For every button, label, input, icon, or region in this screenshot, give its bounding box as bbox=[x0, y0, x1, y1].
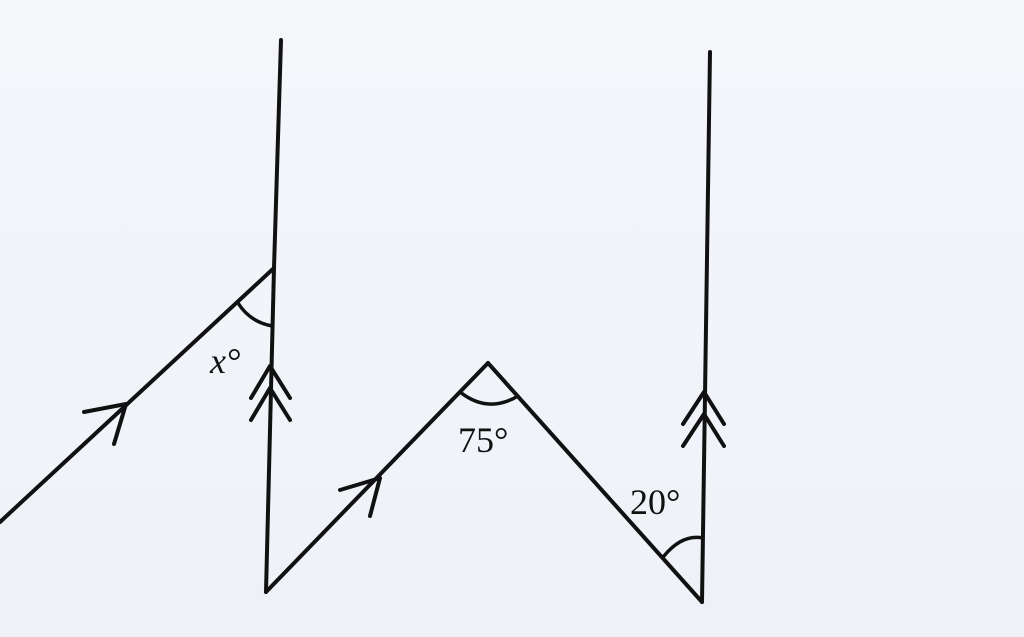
left-vertical-line-bottom bbox=[264, 266, 276, 594]
left-vertical-line-top bbox=[272, 38, 283, 270]
single-arrow-icon bbox=[338, 476, 382, 518]
angle-20-arc bbox=[662, 535, 705, 558]
angle-x-label: x° bbox=[209, 341, 240, 381]
angle-75-label: 75° bbox=[458, 420, 508, 460]
left-transversal-line bbox=[0, 266, 276, 524]
angle-x-arc bbox=[236, 301, 274, 328]
double-arrow-icon bbox=[249, 364, 292, 422]
double-arrow-icon bbox=[681, 390, 726, 448]
single-arrow-icon bbox=[82, 402, 128, 446]
angle-75-arc bbox=[458, 390, 520, 406]
angle-20-label: 20° bbox=[630, 482, 680, 522]
zigzag-right-segment bbox=[486, 361, 704, 604]
right-vertical-line bbox=[700, 50, 712, 604]
